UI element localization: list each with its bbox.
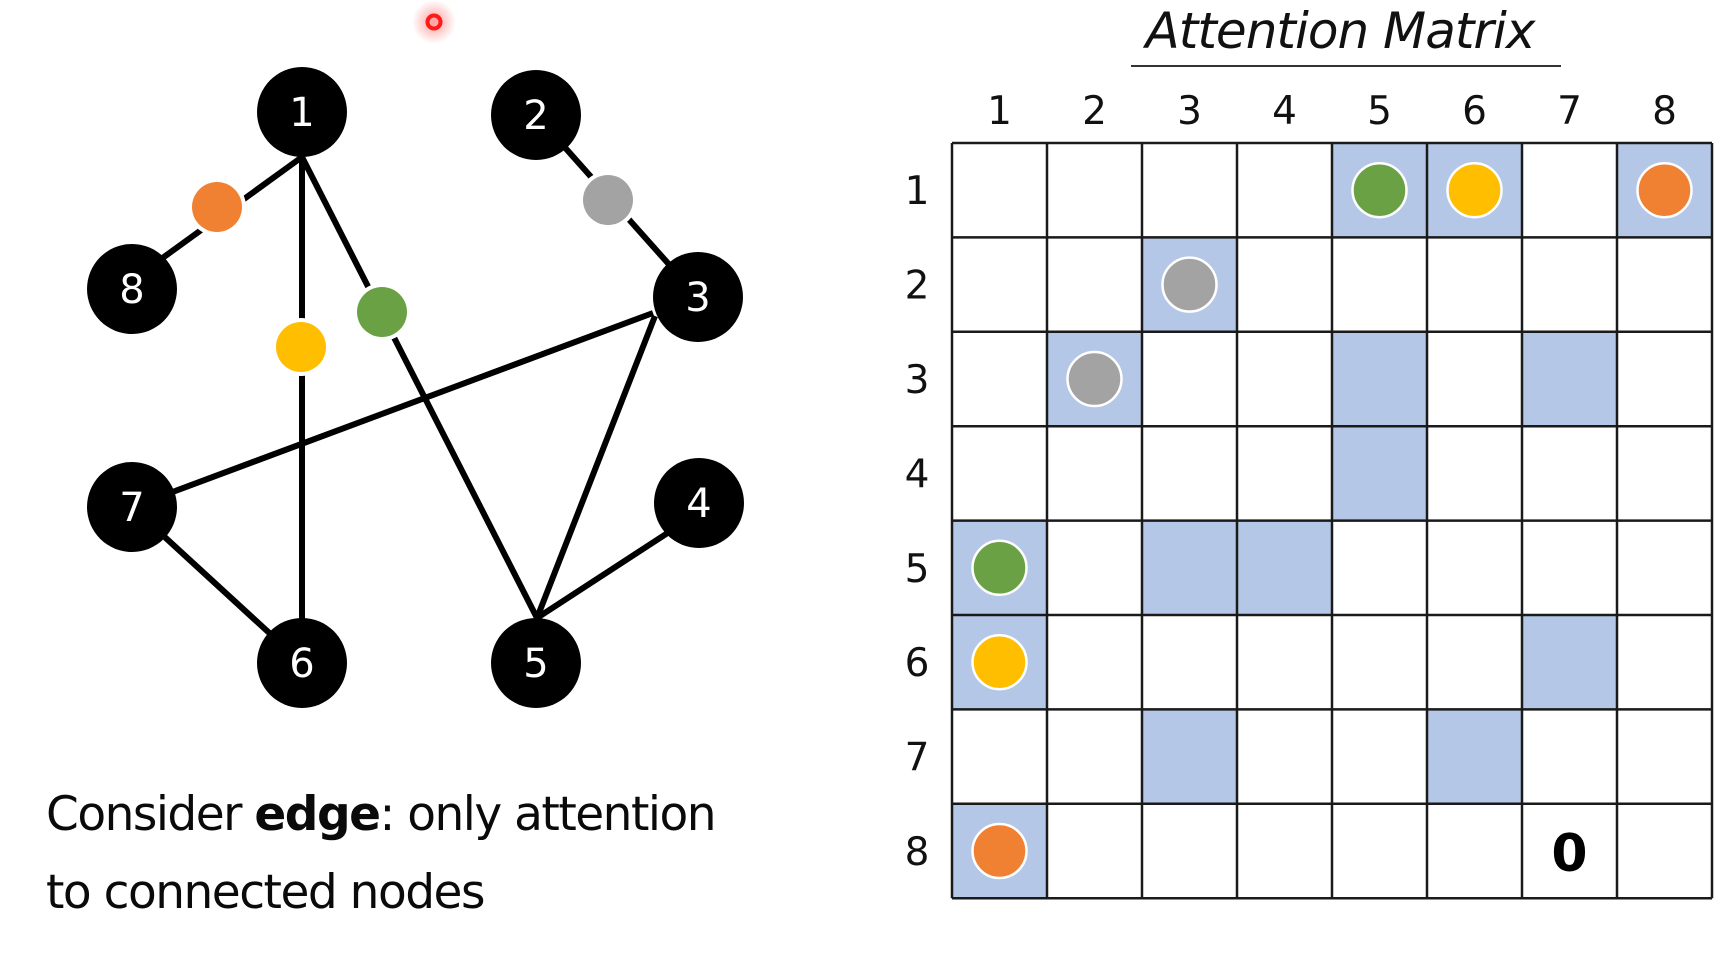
node-circle [87, 244, 177, 334]
yellow-attention-dot [1446, 161, 1503, 219]
laser-pointer-cursor [412, 0, 456, 44]
caption-suffix: : only attention [379, 787, 716, 842]
yellow-edge-marker-dot [276, 322, 326, 372]
node-label: 2 [523, 93, 548, 139]
graph-node-4: 4 [654, 458, 744, 548]
orange-attention-dot [971, 822, 1028, 880]
matrix-cell-value: 0 [1551, 824, 1587, 884]
gray-edge-marker-dot [583, 175, 633, 225]
node-circle [654, 458, 744, 548]
caption-line2: to connected nodes [46, 865, 485, 920]
matrix-grid [950, 141, 1714, 900]
yellow-attention-dot [971, 633, 1028, 691]
caption-emphasis: edge [254, 787, 381, 842]
caption: Consider edge: only attention to connect… [46, 776, 866, 932]
graph-node-2: 2 [491, 70, 581, 160]
node-label: 7 [119, 485, 144, 531]
orange-attention-dot [1636, 161, 1693, 219]
matrix-cell-r3-c5 [1332, 331, 1427, 427]
graph-edge-markers [188, 171, 637, 376]
green-attention-dot [1351, 161, 1408, 219]
row-label-3: 3 [905, 358, 930, 403]
caption-prefix: Consider [46, 787, 255, 842]
edge-3-5 [534, 314, 658, 620]
green-edge-marker-dot [357, 287, 407, 337]
graph-node-6: 6 [257, 618, 347, 708]
matrix-title-underline [1131, 65, 1561, 67]
graph-node-3: 3 [653, 252, 743, 342]
node-label: 6 [289, 641, 314, 687]
column-label-5: 5 [1367, 89, 1392, 134]
matrix-markers [971, 161, 1693, 880]
node-label: 4 [686, 481, 711, 527]
node-circle [87, 462, 177, 552]
matrix-cell-r3-c7 [1522, 331, 1617, 427]
matrix-cell-r6-c7 [1522, 615, 1617, 710]
edge-1-5 [299, 155, 540, 620]
node-circle [653, 252, 743, 342]
graph-node-7: 7 [87, 462, 177, 552]
column-label-7: 7 [1557, 89, 1582, 134]
row-label-7: 7 [905, 736, 930, 781]
edge-7-6 [159, 532, 275, 638]
matrix-cell-r5-c3 [1142, 520, 1237, 615]
edge-4-5 [535, 528, 672, 621]
node-circle [257, 618, 347, 708]
matrix-cell-r4-c5 [1332, 426, 1427, 521]
graph-edges [158, 143, 674, 638]
row-label-5: 5 [905, 547, 930, 592]
node-circle [491, 70, 581, 160]
row-label-4: 4 [905, 452, 930, 497]
row-label-1: 1 [905, 169, 930, 214]
row-label-2: 2 [905, 264, 930, 309]
column-label-2: 2 [1082, 89, 1107, 134]
gray-attention-dot [1066, 350, 1123, 408]
node-circle [491, 618, 581, 708]
matrix-title: Attention Matrix [1145, 2, 1536, 60]
graph-node-5: 5 [491, 618, 581, 708]
column-label-6: 6 [1462, 89, 1487, 134]
column-label-1: 1 [987, 89, 1012, 134]
row-label-6: 6 [905, 641, 930, 686]
node-label: 8 [119, 267, 144, 313]
cursor-ring-icon [425, 13, 443, 31]
matrix-labels: 1 2 3 4 5 6 7 8 1 2 3 4 5 6 7 8 0 [905, 89, 1677, 884]
green-attention-dot [971, 539, 1028, 597]
graph-nodes: 1 2 3 4 5 6 7 8 [87, 67, 744, 708]
column-label-4: 4 [1272, 89, 1297, 134]
gray-attention-dot [1161, 256, 1218, 313]
column-label-8: 8 [1652, 89, 1677, 134]
column-label-3: 3 [1177, 89, 1202, 134]
matrix-cell-r5-c4 [1237, 520, 1332, 615]
node-circle [257, 67, 347, 157]
row-label-8: 8 [905, 830, 930, 875]
graph-node-8: 8 [87, 244, 177, 334]
node-label: 1 [289, 90, 314, 136]
node-label: 5 [523, 641, 548, 687]
orange-edge-marker-dot [192, 182, 242, 232]
matrix-cell-r7-c6 [1427, 709, 1522, 804]
matrix-cell-r7-c3 [1142, 709, 1237, 804]
node-label: 3 [685, 275, 710, 321]
graph-node-1: 1 [257, 67, 347, 157]
edge-3-7 [168, 310, 655, 496]
cursor-glow [412, 0, 456, 44]
